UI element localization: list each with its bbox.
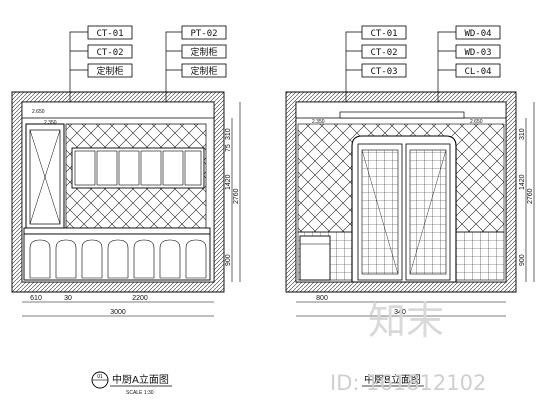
tag-right-a-1: CT-01 bbox=[370, 29, 397, 39]
tag-left-b-3: 定制柜 bbox=[190, 65, 217, 77]
right-dims-bottom: 800 340 bbox=[296, 295, 506, 317]
left-caption-badge: 01 bbox=[97, 374, 103, 380]
double-door bbox=[351, 135, 457, 283]
right-dim-b-2: 340 bbox=[394, 309, 406, 316]
left-dim-r-3: 1420 bbox=[225, 174, 232, 190]
left-caption-title: 中厨A立面图 bbox=[112, 373, 169, 386]
left-dims-right: 310 75 1420 2760 900 bbox=[225, 102, 241, 282]
left-dim-r-4: 2760 bbox=[233, 188, 240, 204]
left-elevation: CT-01 CT-02 定制柜 PT-02 定制柜 定制柜 2.650 2.35… bbox=[11, 25, 241, 396]
tag-right-a-3: CT-03 bbox=[370, 67, 397, 77]
left-dim-b-1: 610 bbox=[30, 295, 42, 302]
left-caption: 01 中厨A立面图 SCALE 1:30 bbox=[91, 371, 172, 396]
left-dim-b-4: 3000 bbox=[110, 309, 126, 316]
right-elevation: CT-01 CT-02 CT-03 WD-04 WD-03 CL-04 2.35… bbox=[285, 25, 535, 387]
right-tags-group-a: CT-01 CT-02 CT-03 bbox=[345, 25, 407, 122]
right-caption-title: 中厨B立面图 bbox=[364, 373, 421, 386]
tag-left-a-2: CT-02 bbox=[96, 48, 123, 58]
watermark-id: ID: 161812102 bbox=[330, 371, 486, 395]
left-dim-b-2: 30 bbox=[64, 295, 72, 302]
upper-cabinets bbox=[71, 147, 205, 189]
right-dim-r-2: 1420 bbox=[519, 174, 526, 190]
tag-right-b-3: CL-04 bbox=[464, 67, 491, 77]
right-caption: 中厨B立面图 bbox=[362, 373, 424, 387]
tag-right-b-1: WD-04 bbox=[464, 29, 491, 39]
tag-left-a-3: 定制柜 bbox=[96, 65, 123, 77]
left-dim-b-3: 2200 bbox=[132, 295, 148, 302]
right-dim-r-1: 310 bbox=[519, 128, 526, 140]
watermark-brand: 知末 bbox=[368, 299, 444, 343]
right-dim-b-1: 800 bbox=[316, 295, 328, 302]
right-level-2: 2.650 bbox=[470, 119, 483, 125]
tag-left-b-2: 定制柜 bbox=[190, 46, 217, 58]
left-dim-r-2: 75 bbox=[225, 144, 232, 152]
tag-right-b-2: WD-03 bbox=[464, 48, 491, 58]
left-tags-group-a: CT-01 CT-02 定制柜 bbox=[69, 25, 133, 136]
left-level-1: 2.650 bbox=[32, 109, 45, 115]
watermark: 知末 ID: 161812102 bbox=[330, 299, 486, 395]
tag-left-b-1: PT-02 bbox=[190, 29, 217, 39]
tag-right-a-2: CT-02 bbox=[370, 48, 397, 58]
right-dim-r-3: 2760 bbox=[527, 188, 534, 204]
left-caption-scale: SCALE 1:30 bbox=[126, 390, 154, 396]
left-tags-group-b: PT-02 定制柜 定制柜 bbox=[165, 25, 227, 118]
right-dims-right: 310 1420 2760 900 bbox=[519, 102, 535, 282]
left-dim-r-1: 310 bbox=[225, 128, 232, 140]
left-level-2: 2.350 bbox=[44, 120, 57, 126]
left-dim-r-5: 900 bbox=[225, 254, 232, 266]
base-cabinets bbox=[23, 233, 211, 281]
tag-left-a-1: CT-01 bbox=[96, 29, 123, 39]
right-dim-r-4: 900 bbox=[519, 254, 526, 266]
right-level-1: 2.350 bbox=[312, 119, 325, 125]
left-dims-bottom: 610 30 2200 3000 bbox=[22, 295, 214, 317]
